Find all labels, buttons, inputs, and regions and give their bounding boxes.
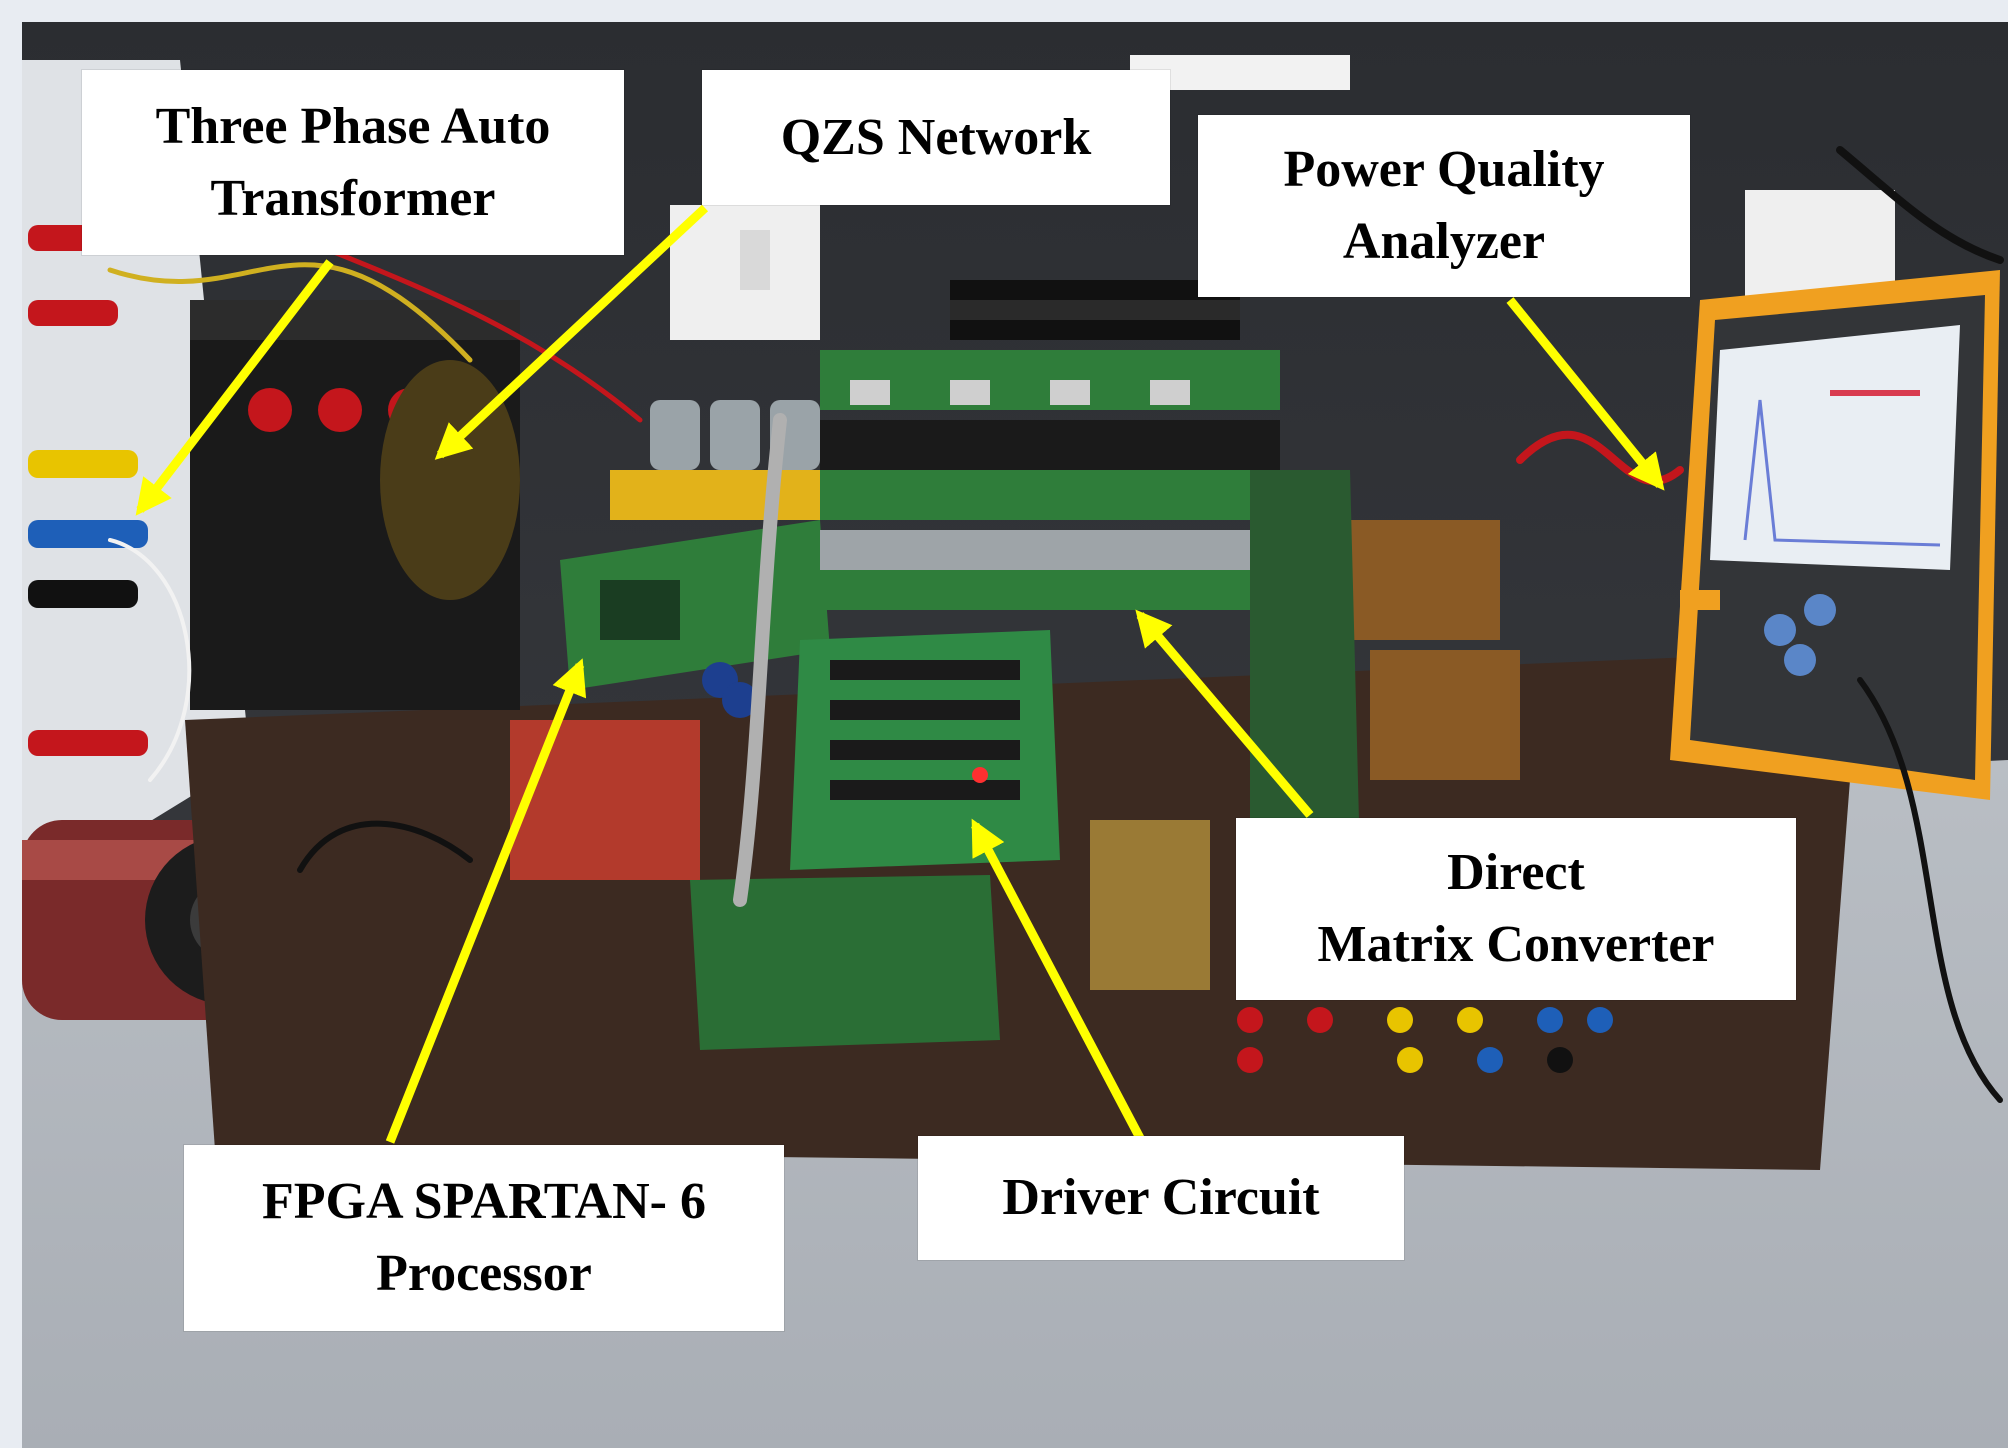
callout-fpga-spartan-6-processor: FPGA SPARTAN- 6 Processor — [184, 1145, 784, 1331]
callout-driver-circuit: Driver Circuit — [918, 1136, 1404, 1260]
callout-line: FPGA SPARTAN- 6 — [261, 1173, 706, 1231]
output-terminals — [1237, 1007, 1613, 1073]
callout-line: Three Phase Auto — [155, 97, 551, 155]
callout-line: Matrix Converter — [1317, 916, 1715, 973]
callout-line: Analyzer — [1342, 213, 1546, 270]
callout-line: Transformer — [210, 169, 496, 227]
arrow-driver — [971, 818, 1144, 1141]
callout-line: QZS Network — [780, 108, 1092, 166]
interface-board — [690, 875, 1000, 1050]
driver-board — [790, 630, 1060, 870]
right-pcb — [1250, 470, 1360, 860]
filter-inductor-top — [1350, 520, 1500, 640]
arrow-transformer — [135, 259, 334, 516]
control-transformer — [510, 720, 700, 880]
arrow-fpga — [385, 658, 587, 1144]
arrow-qzs — [434, 204, 709, 460]
callout-line: Driver Circuit — [1002, 1169, 1320, 1227]
callout-direct-matrix-converter: Direct Matrix Converter — [1236, 818, 1796, 1000]
arrow-dmc — [1135, 609, 1314, 818]
callout-line: Direct — [1447, 844, 1585, 902]
auto-transformer-unit — [190, 300, 520, 710]
power-quality-analyzer-device — [1670, 270, 2000, 800]
callout-arrows — [135, 204, 1665, 1144]
matrix-converter-stack — [820, 280, 1280, 610]
callout-line: Processor — [376, 1245, 592, 1302]
callout-line: Power Quality — [1283, 141, 1605, 199]
small-transformer — [1090, 820, 1210, 990]
arrow-pqa — [1506, 297, 1665, 491]
filter-inductor-bottom — [1370, 650, 1520, 780]
callout-power-quality-analyzer: Power Quality Analyzer — [1198, 115, 1690, 297]
callout-qzs-network: QZS Network — [702, 70, 1170, 205]
callout-three-phase-auto-transformer: Three Phase Auto Transformer — [82, 70, 624, 255]
